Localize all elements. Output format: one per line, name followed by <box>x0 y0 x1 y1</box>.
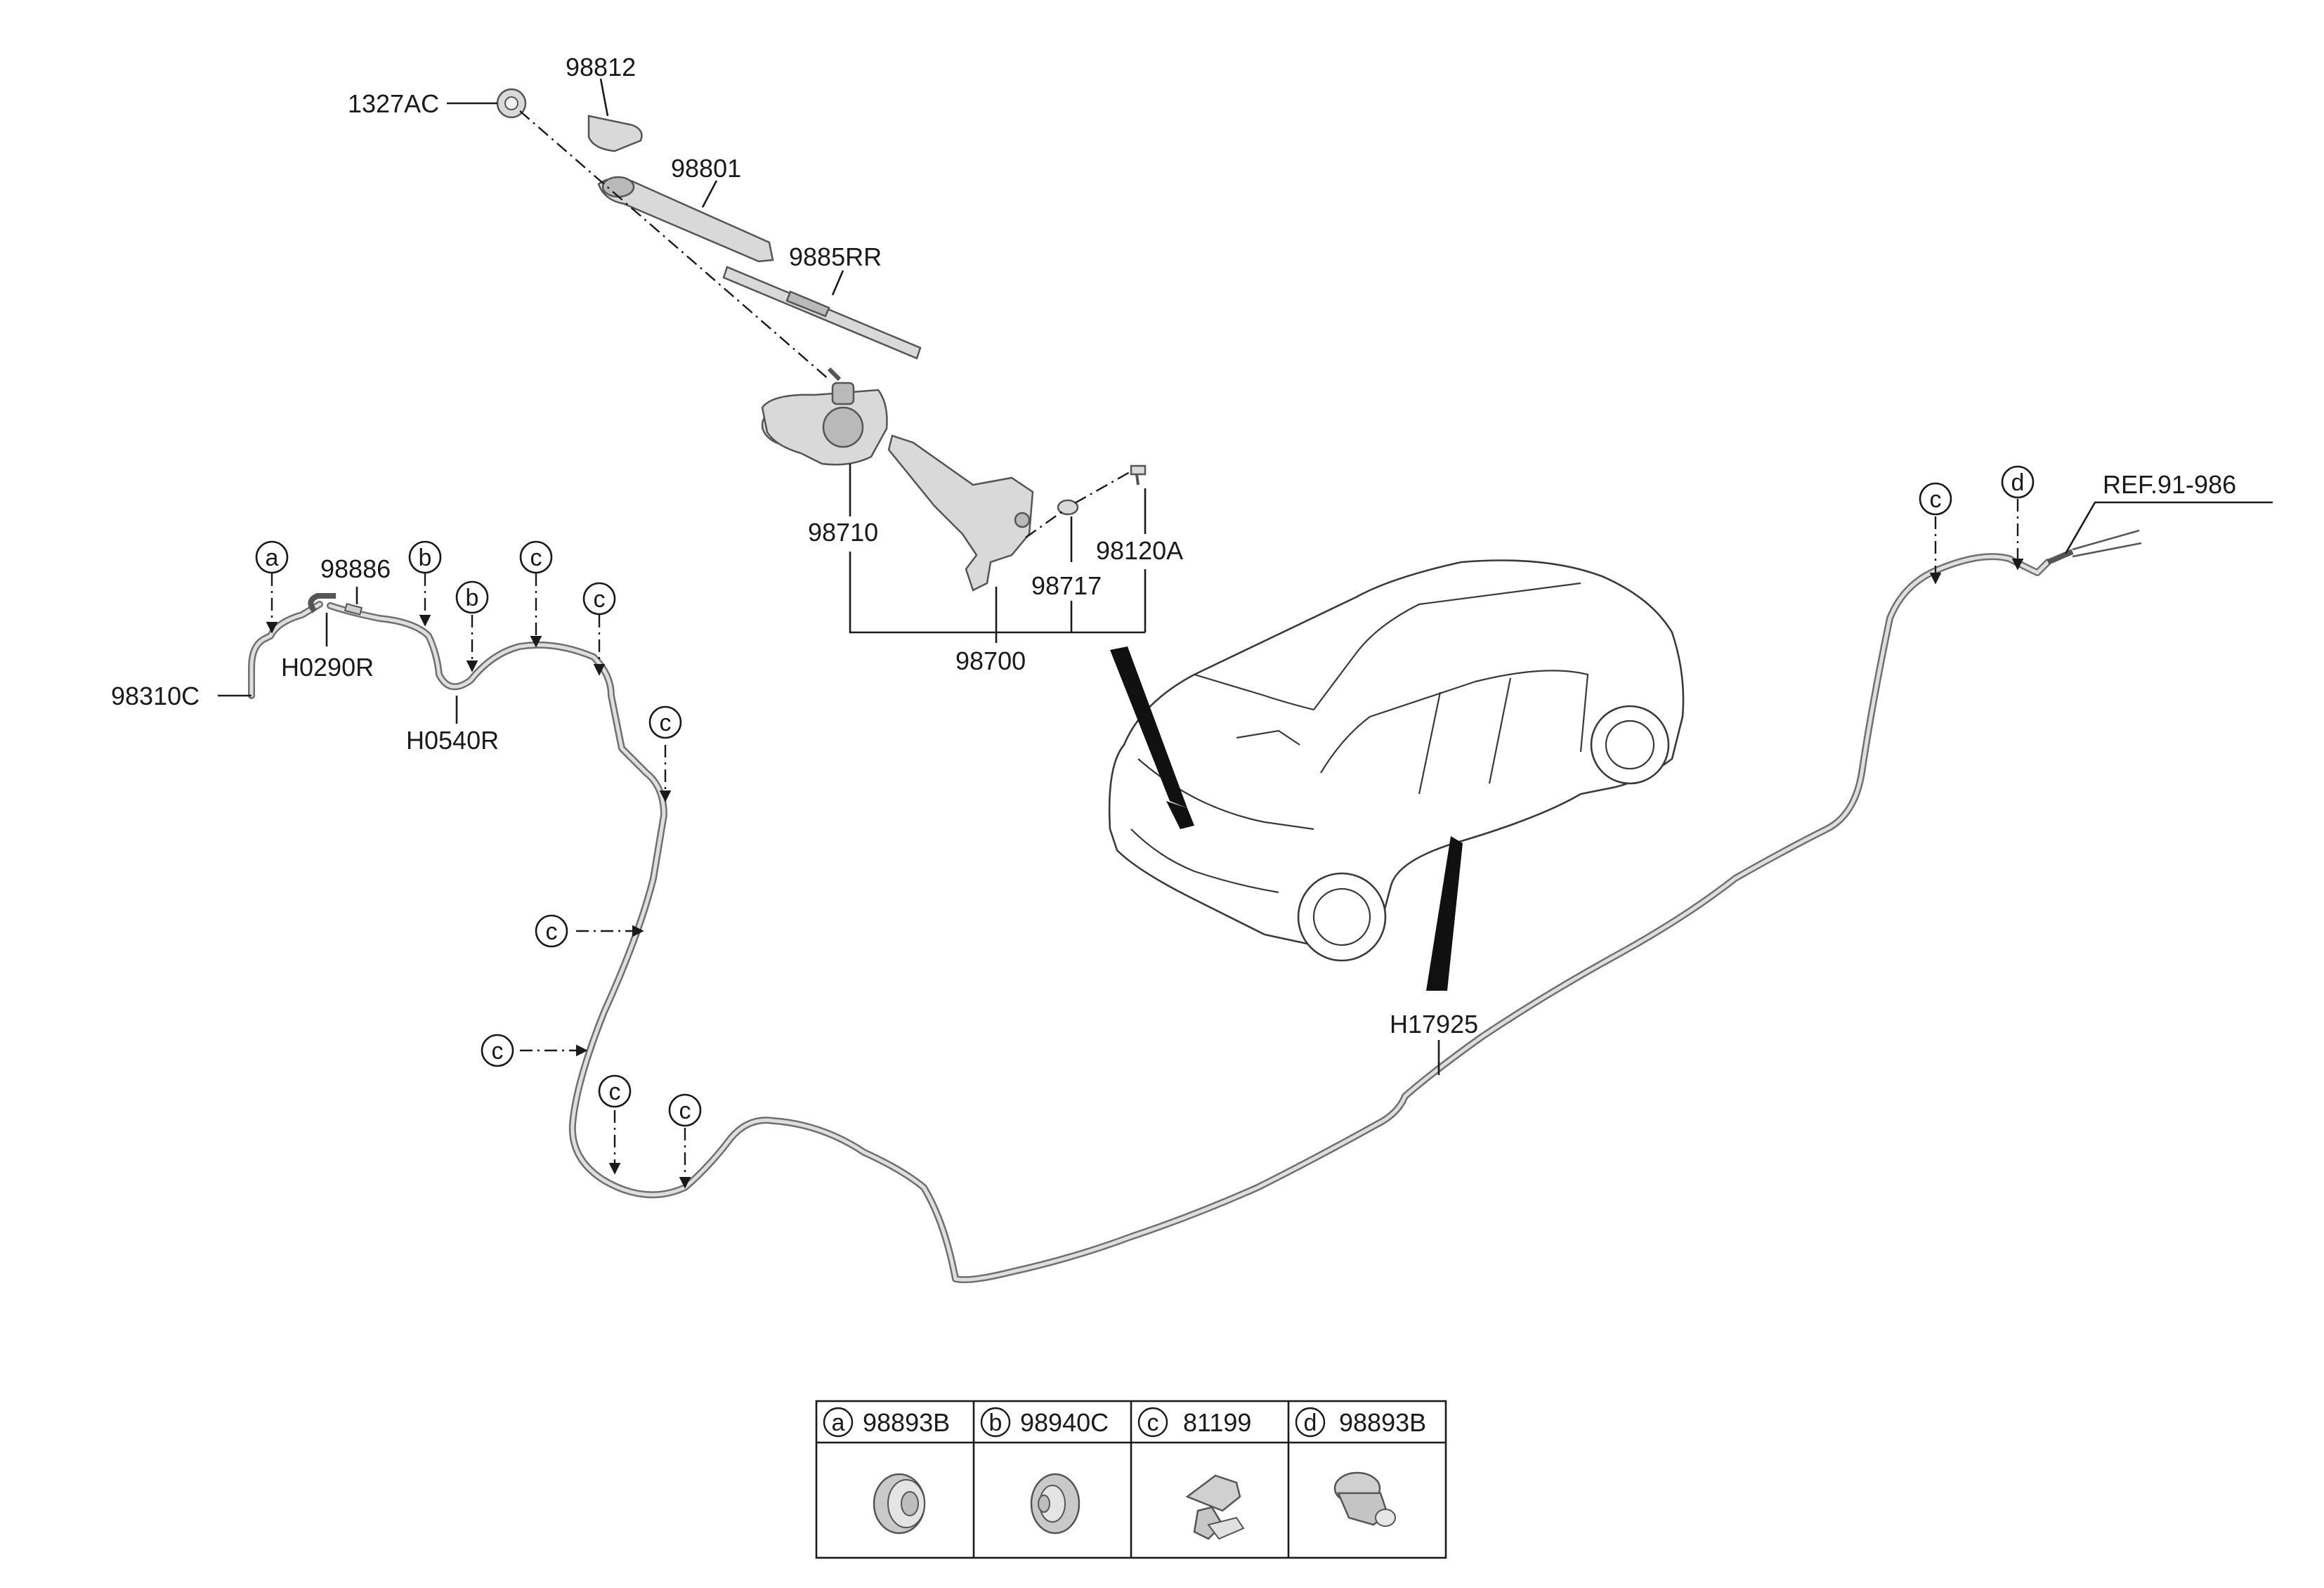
svg-text:d: d <box>1304 1410 1317 1436</box>
svg-text:d: d <box>2011 469 2025 496</box>
label-REF: REF.91-986 <box>2103 470 2236 499</box>
legend-cell-a: a 98893B <box>823 1407 950 1535</box>
grommet-98717 <box>1057 499 1079 516</box>
label-98801: 98801 <box>671 154 741 183</box>
callout-c: c <box>648 705 682 739</box>
callout-b: b <box>408 540 442 574</box>
svg-text:81199: 81199 <box>1183 1408 1251 1437</box>
callout-arrows <box>266 499 2024 1189</box>
svg-text:c: c <box>594 586 606 613</box>
callout-circles: a b b c c c c c c c c d <box>255 465 2035 1127</box>
part-labels: 1327AC 98812 98801 9885RR 98710 98717 98… <box>111 53 2236 1039</box>
svg-text:c: c <box>492 1038 504 1065</box>
wiper-motor-98710 <box>761 367 888 466</box>
wiper-arm-group <box>496 88 1147 592</box>
callout-a: a <box>255 540 289 574</box>
grommet-icon <box>873 1473 926 1535</box>
callout-c: c <box>668 1093 702 1127</box>
callout-d: d <box>2001 465 2035 499</box>
callout-c: c <box>519 540 553 574</box>
callout-b: b <box>455 580 489 614</box>
label-H17925: H17925 <box>1390 1010 1478 1039</box>
label-H0540R: H0540R <box>406 726 499 755</box>
svg-text:c: c <box>530 545 542 571</box>
svg-text:98940C: 98940C <box>1020 1408 1109 1437</box>
label-H0290R: H0290R <box>281 653 374 682</box>
grommet-icon <box>1333 1471 1396 1527</box>
svg-text:b: b <box>989 1410 1003 1436</box>
label-9885RR: 9885RR <box>789 242 882 271</box>
washer-hose <box>248 529 2142 1284</box>
pointer-wedge-rear <box>1110 646 1187 808</box>
svg-text:c: c <box>1147 1410 1159 1436</box>
label-98120A: 98120A <box>1096 536 1183 565</box>
wiper-blade-9885RR <box>722 266 922 360</box>
svg-text:c: c <box>546 918 558 945</box>
svg-text:c: c <box>609 1079 621 1105</box>
callout-c: c <box>535 914 568 948</box>
svg-text:a: a <box>266 545 279 571</box>
label-98700: 98700 <box>955 646 1026 675</box>
label-98717: 98717 <box>1031 571 1102 600</box>
svg-text:c: c <box>679 1098 691 1124</box>
bolt-98120A <box>1130 464 1147 486</box>
callout-c: c <box>582 582 616 616</box>
clip-icon <box>1185 1474 1245 1540</box>
vehicle-illustration <box>1108 559 1685 991</box>
callout-c: c <box>598 1074 632 1108</box>
label-1327AC: 1327AC <box>348 89 439 118</box>
svg-text:98893B: 98893B <box>1339 1408 1426 1437</box>
svg-text:b: b <box>419 545 432 571</box>
grommet-icon <box>1030 1473 1081 1535</box>
cap-98812 <box>587 115 643 152</box>
svg-text:a: a <box>832 1410 845 1436</box>
label-98812: 98812 <box>566 53 636 82</box>
legend-cell-d: d 98893B <box>1295 1407 1426 1527</box>
legend-table: a 98893B b 98940C c 81199 <box>815 1400 1447 1559</box>
wiper-arm-98801 <box>597 176 774 263</box>
wiper-bracket <box>887 434 1034 592</box>
svg-text:c: c <box>660 710 672 736</box>
pointer-wedge-side <box>1426 836 1463 991</box>
label-98310C: 98310C <box>111 682 200 710</box>
callout-c: c <box>481 1034 514 1067</box>
svg-text:b: b <box>466 585 479 611</box>
svg-text:98893B: 98893B <box>863 1408 950 1437</box>
callout-c: c <box>1919 482 1952 516</box>
nut-1327AC <box>496 88 527 119</box>
legend-cell-b: b 98940C <box>980 1407 1109 1535</box>
label-98710: 98710 <box>808 518 878 547</box>
label-98886: 98886 <box>320 554 391 583</box>
svg-text:c: c <box>1930 486 1942 513</box>
leader-lines <box>218 78 2273 1075</box>
legend-cell-c: c 81199 <box>1137 1407 1251 1540</box>
